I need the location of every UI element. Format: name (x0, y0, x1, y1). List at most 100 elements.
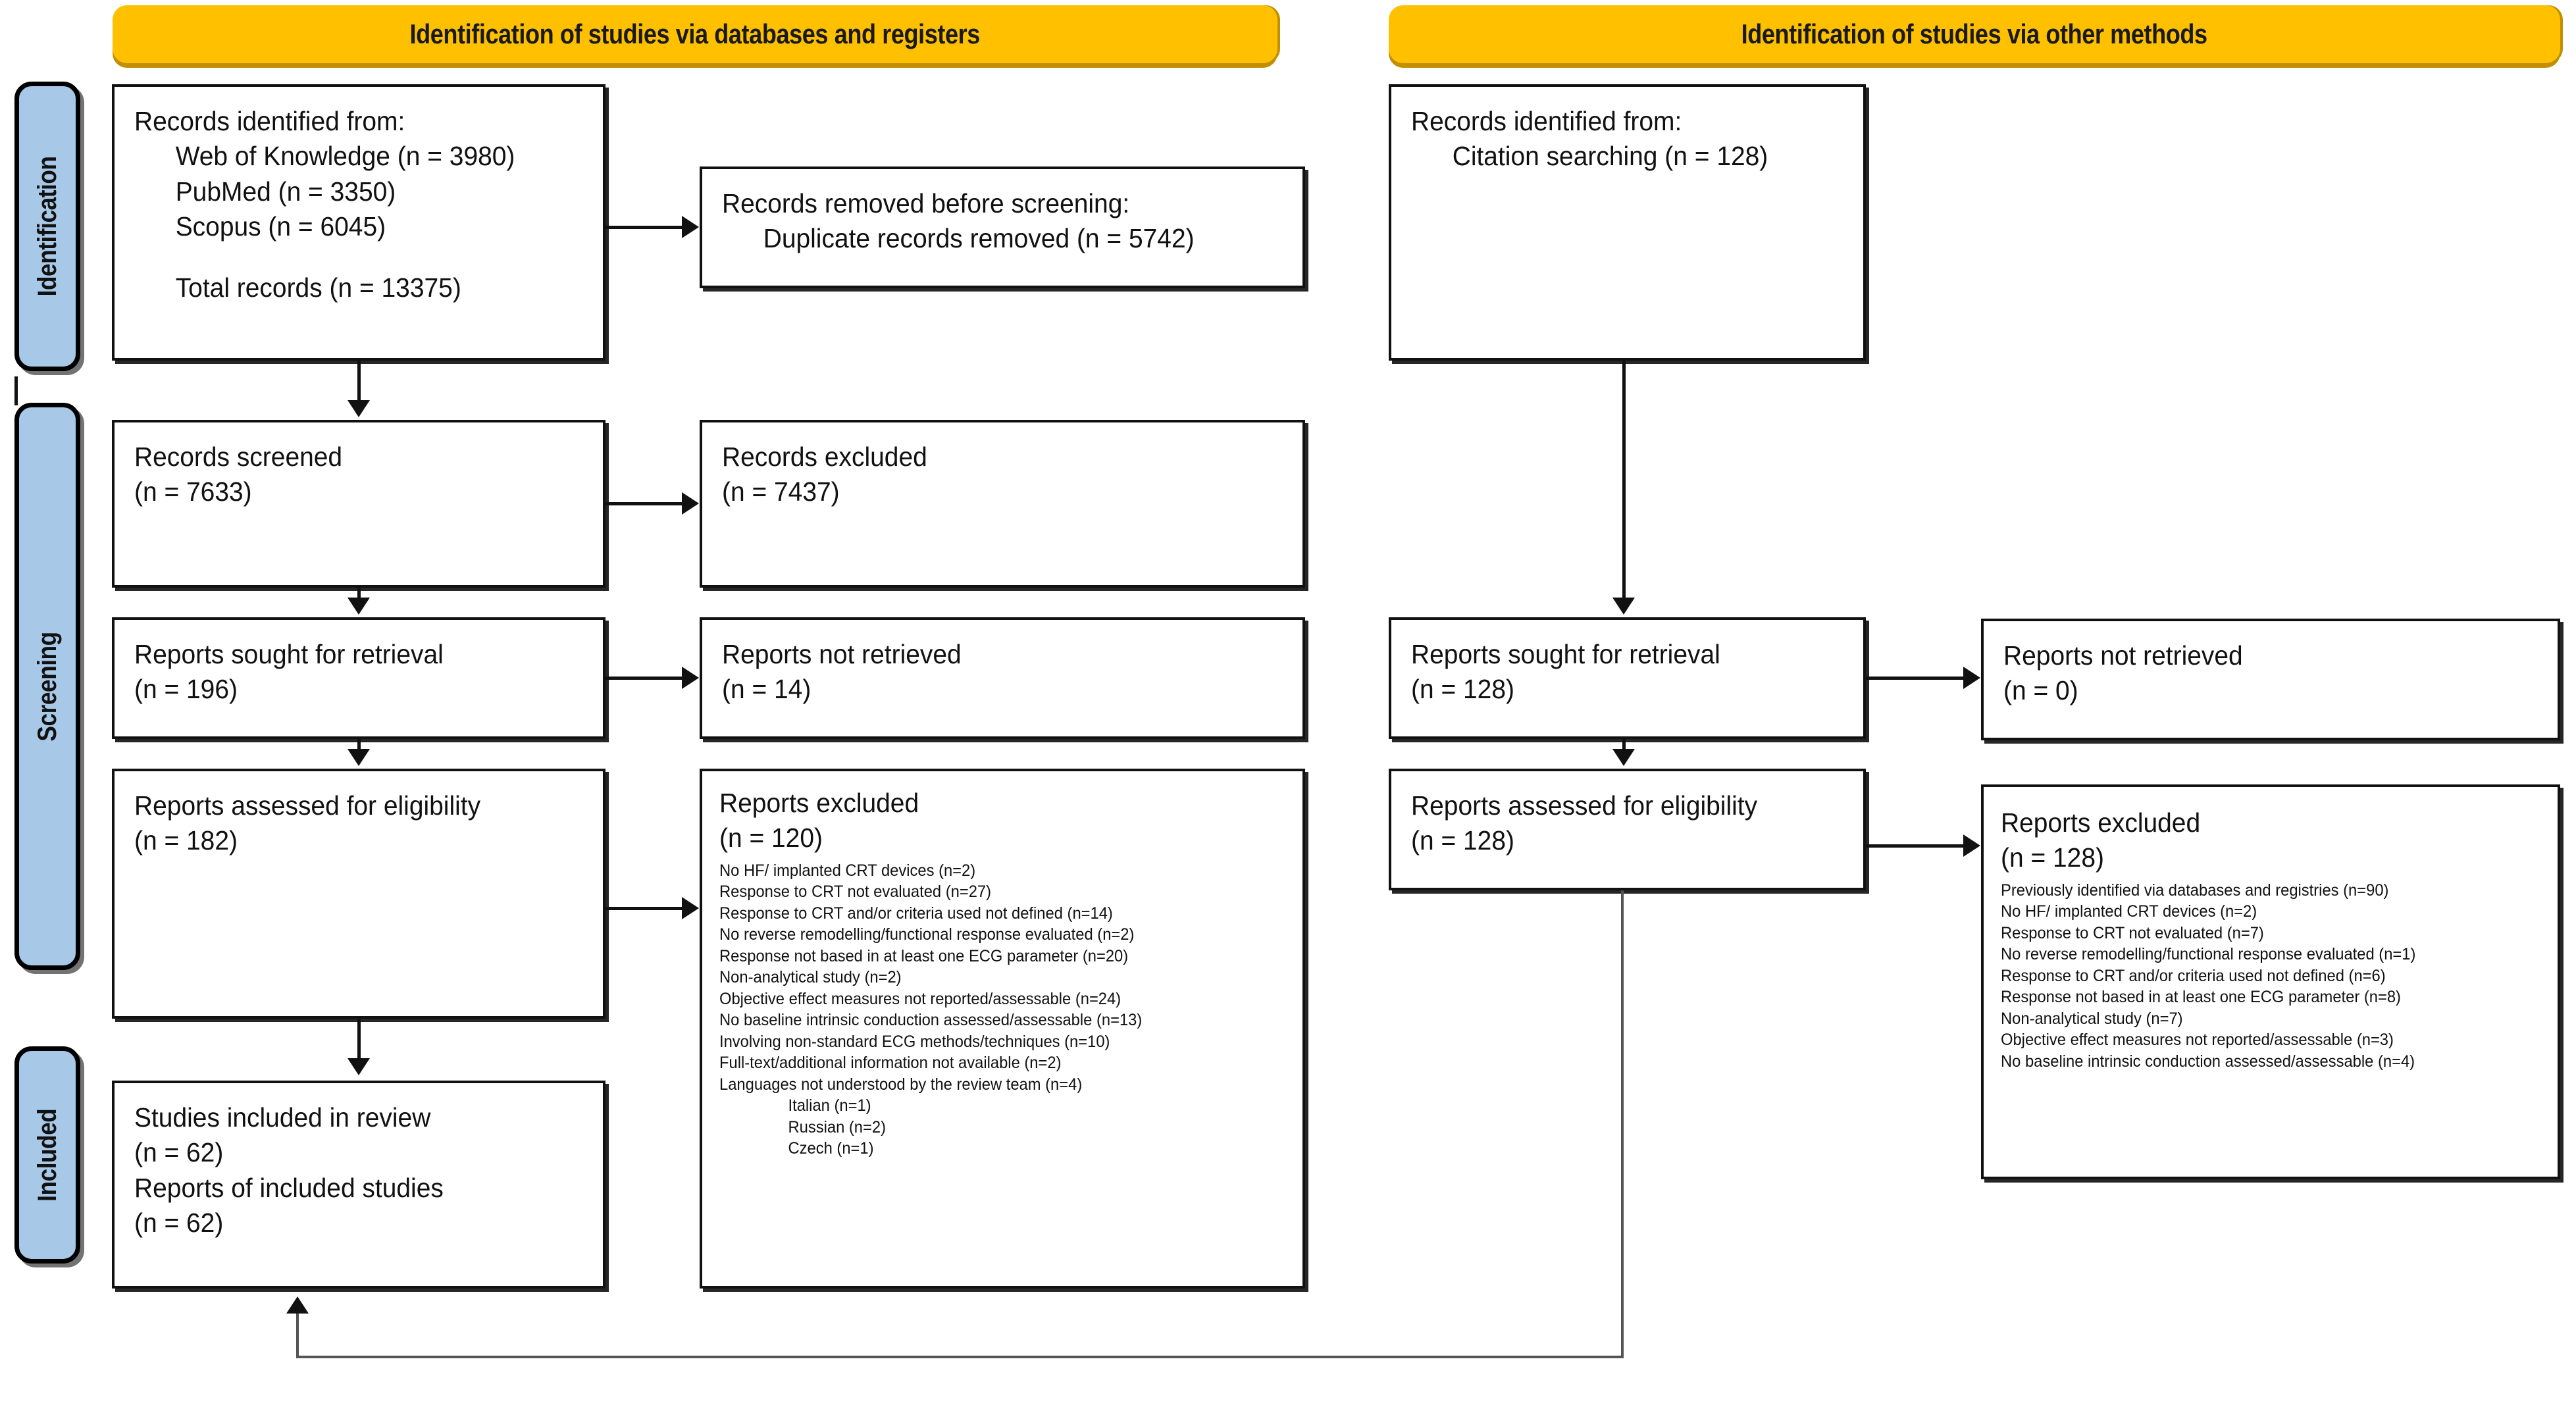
stage-identification-label: Identification (32, 156, 62, 297)
stage-divider-tick (14, 376, 18, 405)
reports-excluded-reason-4: Response not based in at least one ECG p… (719, 946, 1129, 965)
records-excluded-count: (n = 7437) (722, 476, 840, 507)
reports-sought-other-count: (n = 128) (1411, 674, 1514, 705)
reports-of-included-count: (n = 62) (134, 1207, 224, 1238)
records-excluded-label: Records excluded (722, 442, 927, 472)
reports-excluded-other-reason-6: Non-analytical study (n=7) (2001, 1009, 2183, 1028)
records-removed-item-0: Duplicate records removed (n = 5742) (763, 223, 1195, 254)
reports-assessed-label: Reports assessed for eligibility (134, 790, 481, 821)
box-studies-included: Studies included in review (n = 62) Repo… (112, 1081, 605, 1289)
reports-sought-count: (n = 196) (134, 674, 238, 705)
reports-excluded-count: (n = 120) (719, 823, 823, 854)
connector-sought-to-assessed (357, 739, 361, 751)
records-identified-other-source-0: Citation searching (n = 128) (1452, 141, 1768, 172)
box-reports-not-retrieved-databases: Reports not retrieved (n = 14) (700, 617, 1305, 739)
reports-excluded-reason-3: No reverse remodelling/functional respon… (719, 925, 1135, 944)
arrowhead-identified-to-screened (348, 400, 370, 417)
records-screened-count: (n = 7633) (134, 476, 252, 507)
studies-included-count: (n = 62) (134, 1137, 224, 1168)
records-identified-other-heading: Records identified from: (1411, 106, 1682, 136)
reports-excluded-other-reason-5: Response not based in at least one ECG p… (2001, 988, 2401, 1007)
reports-excluded-other-reason-3: No reverse remodelling/functional respon… (2001, 945, 2416, 964)
stage-included: Included (14, 1046, 80, 1264)
reports-excluded-subreason-1: Russian (n=2) (788, 1117, 887, 1137)
connector-other-assessed-to-excluded (1866, 844, 1965, 848)
reports-excluded-other-count: (n = 128) (2001, 842, 2104, 873)
connector-other-to-included-horizontal (296, 1356, 1624, 1358)
reports-excluded-other-reason-7: Objective effect measures not reported/a… (2001, 1031, 2394, 1050)
box-reports-excluded-other: Reports excluded (n = 128) Previously id… (1981, 784, 2560, 1179)
arrowhead-other-sought-to-not-retrieved (1963, 667, 1980, 689)
records-identified-total: Total records (n = 13375) (175, 272, 461, 303)
connector-other-sought-to-not-retrieved (1866, 677, 1965, 680)
connector-other-to-included-riser (296, 1313, 299, 1358)
reports-excluded-label: Reports excluded (719, 788, 919, 818)
connector-other-sought-to-assessed (1622, 739, 1626, 751)
reports-of-included-label: Reports of included studies (134, 1172, 444, 1203)
reports-excluded-reason-7: No baseline intrinsic conduction assesse… (719, 1011, 1143, 1030)
reports-excluded-reason-6: Objective effect measures not reported/a… (719, 989, 1121, 1008)
reports-excluded-reason-1: Response to CRT not evaluated (n=27) (719, 882, 992, 902)
reports-excluded-other-reason-8: No baseline intrinsic conduction assesse… (2001, 1052, 2415, 1071)
records-screened-label: Records screened (134, 442, 343, 472)
arrowhead-sought-to-not-retrieved (682, 667, 699, 689)
reports-sought-label: Reports sought for retrieval (134, 639, 444, 669)
arrowhead-identified-to-removed (682, 216, 699, 238)
reports-excluded-reason-5: Non-analytical study (n=2) (719, 968, 902, 987)
reports-excluded-reason-8: Involving non-standard ECG methods/techn… (719, 1032, 1110, 1051)
records-identified-source-2: Scopus (n = 6045) (175, 211, 386, 242)
box-reports-assessed-databases: Reports assessed for eligibility (n = 18… (112, 769, 605, 1019)
box-records-identified-other: Records identified from: Citation search… (1389, 84, 1866, 361)
banner-databases-and-registers: Identification of studies via databases … (113, 5, 1277, 63)
connector-identified-to-screened (357, 361, 361, 401)
arrowhead-other-identified-to-sought (1612, 598, 1635, 615)
reports-not-retrieved-other-label: Reports not retrieved (2003, 640, 2243, 671)
arrowhead-screened-to-excluded (682, 492, 699, 515)
arrowhead-other-to-included (286, 1296, 309, 1314)
studies-included-label: Studies included in review (134, 1102, 431, 1133)
box-reports-not-retrieved-other: Reports not retrieved (n = 0) (1981, 619, 2560, 740)
arrowhead-screened-to-sought (348, 598, 370, 615)
reports-excluded-other-reason-1: No HF/ implanted CRT devices (n=2) (2001, 902, 2257, 921)
connector-assessed-to-included (357, 1019, 361, 1060)
records-identified-source-1: PubMed (n = 3350) (175, 176, 396, 207)
connector-other-to-included-vertical (1621, 890, 1624, 1358)
reports-assessed-count: (n = 182) (134, 825, 238, 856)
records-identified-heading: Records identified from: (134, 106, 405, 136)
reports-excluded-subreason-2: Czech (n=1) (788, 1139, 874, 1158)
reports-excluded-subreason-0: Italian (n=1) (788, 1096, 871, 1115)
reports-excluded-reason-10: Languages not understood by the review t… (719, 1075, 1083, 1094)
banner-other-methods: Identification of studies via other meth… (1389, 5, 2560, 63)
arrowhead-other-sought-to-assessed (1612, 749, 1635, 766)
box-records-removed-before-screening: Records removed before screening: Duplic… (700, 166, 1305, 288)
reports-assessed-other-label: Reports assessed for eligibility (1411, 790, 1758, 821)
arrowhead-other-assessed-to-excluded (1963, 834, 1980, 857)
reports-excluded-reason-0: No HF/ implanted CRT devices (n=2) (719, 861, 976, 880)
reports-not-retrieved-label: Reports not retrieved (722, 639, 962, 669)
reports-excluded-other-reason-4: Response to CRT and/or criteria used not… (2001, 966, 2386, 985)
reports-excluded-reason-2: Response to CRT and/or criteria used not… (719, 904, 1113, 923)
banner-other-label: Identification of studies via other meth… (1741, 18, 2207, 49)
stage-identification: Identification (14, 82, 80, 371)
connector-screened-to-excluded (605, 502, 683, 505)
stage-included-label: Included (32, 1108, 62, 1202)
banner-databases-label: Identification of studies via databases … (409, 18, 981, 49)
arrowhead-assessed-to-included (348, 1058, 370, 1075)
connector-other-identified-to-sought (1622, 361, 1626, 599)
records-removed-heading: Records removed before screening: (722, 188, 1130, 218)
records-identified-source-0: Web of Knowledge (n = 3980) (175, 141, 515, 172)
box-reports-excluded-databases: Reports excluded (n = 120) No HF/ implan… (700, 769, 1305, 1289)
reports-excluded-other-reason-0: Previously identified via databases and … (2001, 881, 2389, 900)
arrowhead-sought-to-assessed (348, 749, 370, 766)
box-records-identified-databases: Records identified from: Web of Knowledg… (112, 84, 605, 361)
reports-sought-other-label: Reports sought for retrieval (1411, 639, 1720, 669)
connector-assessed-to-excluded (605, 907, 683, 910)
stage-screening-label: Screening (32, 631, 62, 742)
connector-identified-to-removed (605, 226, 683, 229)
reports-excluded-other-label: Reports excluded (2001, 807, 2201, 838)
stage-screening: Screening (14, 403, 80, 970)
box-reports-sought-databases: Reports sought for retrieval (n = 196) (112, 617, 605, 739)
reports-not-retrieved-other-count: (n = 0) (2003, 675, 2078, 706)
reports-not-retrieved-count: (n = 14) (722, 674, 811, 705)
